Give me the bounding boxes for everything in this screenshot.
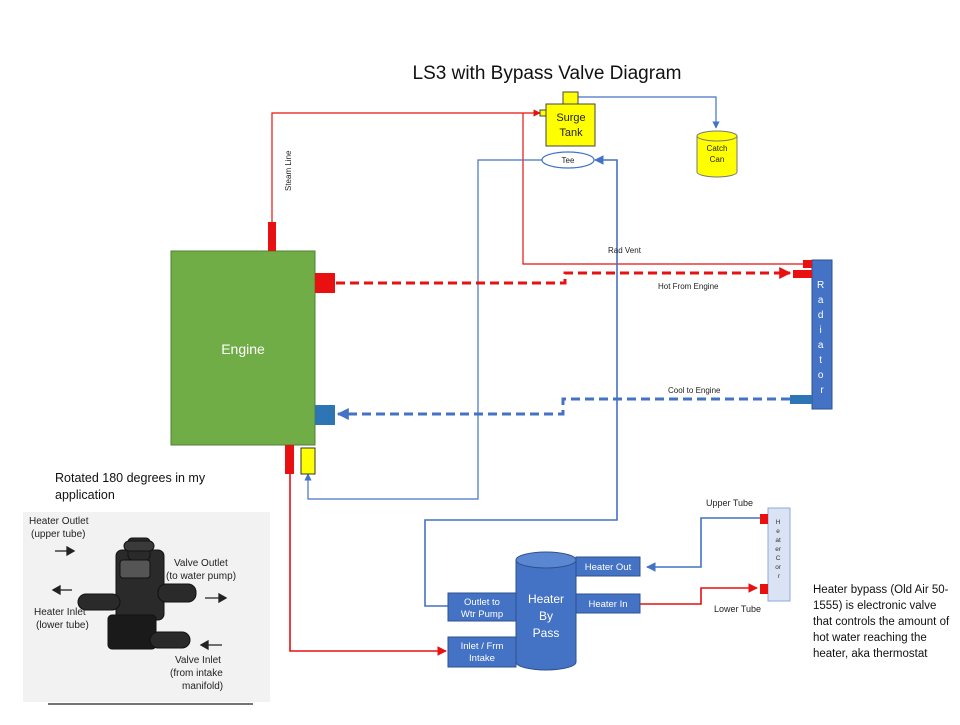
surge-label-1: Surge	[556, 112, 585, 124]
hot-from-engine-label: Hot From Engine	[658, 282, 719, 291]
bypass-valve-top	[515, 551, 577, 569]
radiator-letter: t	[819, 355, 822, 366]
inlet-from-intake-port	[447, 636, 517, 668]
radiator	[811, 259, 833, 410]
photo-arrowhead	[199, 639, 209, 651]
radiator-letter: i	[819, 325, 821, 336]
photo-arrowhead	[218, 592, 228, 604]
heater-out-label: Heater Out	[585, 562, 632, 573]
photo-arrowhead	[66, 545, 76, 557]
surge-tank	[545, 103, 596, 147]
catch-can-body	[696, 136, 738, 178]
catch-can-label-2: Can	[710, 155, 725, 164]
heater-core-upper-port	[760, 514, 768, 524]
inlet-from-intake-label-2: Intake	[469, 653, 495, 664]
engine-label: Engine	[221, 341, 265, 357]
engine-to-tee-line	[304, 159, 542, 500]
surge-label-2: Tank	[559, 127, 583, 139]
heater-core	[767, 507, 791, 602]
catch-can-label-1: Catch	[707, 144, 728, 153]
bypass-valve-body	[515, 560, 577, 671]
cool-to-engine-line	[336, 397, 790, 420]
outlet-to-pump-label-1: Outlet to	[464, 597, 500, 608]
hot-from-engine-line	[336, 267, 792, 285]
valve-photo: Heater Outlet (upper tube) Valve Outlet …	[23, 512, 270, 705]
photo-heater-outlet-1: Heater Outlet	[29, 516, 89, 527]
radiator-vent-port	[803, 260, 812, 268]
diagram-title: LS3 with Bypass Valve Diagram	[413, 63, 682, 84]
radiator-letter: a	[818, 340, 824, 351]
cool-inlet-port	[315, 405, 335, 425]
upper-tube-line	[646, 517, 760, 572]
return-port	[300, 447, 316, 475]
photo-valve-inlet-1: Valve Inlet	[175, 655, 221, 666]
radiator-letter: o	[818, 370, 824, 381]
photo-arrowhead	[51, 584, 61, 596]
outlet-to-pump-port	[447, 592, 517, 622]
heater-core-lower-port	[760, 584, 768, 594]
upper-tube-label: Upper Tube	[706, 498, 753, 508]
photo-valve-inlet-2: (from intake	[170, 668, 223, 679]
bypass-label-1: Heater	[528, 592, 564, 606]
tee-label: Tee	[562, 156, 575, 165]
radiator-letter: R	[817, 280, 824, 291]
surge-cap	[562, 91, 579, 106]
heater-in-port	[575, 593, 641, 614]
heater-in-label: Heater In	[588, 599, 627, 610]
heater-supply-port	[285, 445, 294, 474]
engine-block	[170, 250, 316, 446]
hot-outlet-port	[315, 273, 335, 293]
photo-heater-outlet-2: (upper tube)	[31, 529, 85, 540]
radiator-letter: r	[820, 385, 824, 396]
photo-valve-inlet-3: manifold)	[182, 681, 223, 692]
catch-can-top	[696, 130, 738, 142]
rad-vent-line	[522, 113, 805, 265]
photo-heater-inlet-2: (lower tube)	[36, 620, 89, 631]
heater-core-label: H e at er C or r	[775, 519, 783, 580]
valve-illustration	[77, 537, 197, 650]
photo-heater-inlet-1: Heater Inlet	[34, 607, 86, 618]
outlet-to-pump-label-2: Wtr Pump	[461, 609, 503, 620]
radiator-inlet-port	[793, 270, 812, 278]
surge-nipple	[539, 109, 547, 117]
steam-line-label: Steam Line	[284, 150, 293, 191]
radiator-label: R a d i a t o r	[817, 280, 827, 396]
lower-tube-label: Lower Tube	[714, 604, 761, 614]
pump-to-tee-line	[424, 155, 618, 607]
radiator-letter: d	[818, 310, 824, 321]
lower-tube-line	[640, 583, 758, 605]
steam-line	[271, 109, 541, 222]
photo-valve-outlet-1: Valve Outlet	[174, 558, 228, 569]
rotated-note: Rotated 180 degrees in my application	[55, 471, 206, 502]
bypass-label-2: By	[539, 609, 553, 623]
intake-to-bypass-line	[289, 474, 447, 656]
rad-vent-label: Rad Vent	[608, 246, 642, 255]
cool-to-engine-label: Cool to Engine	[668, 386, 721, 395]
photo-valve-outlet-2: (to water pump)	[166, 571, 236, 582]
bypass-label-3: Pass	[533, 626, 560, 640]
bypass-note: Heater bypass (Old Air 50-1555) is elect…	[813, 584, 950, 660]
steam-port	[268, 222, 276, 251]
overflow-line	[578, 96, 720, 129]
heater-out-port	[575, 556, 641, 577]
tee-fitting	[541, 151, 595, 169]
radiator-outlet-port	[790, 395, 812, 404]
inlet-from-intake-label-1: Inlet / Frm	[461, 641, 504, 652]
radiator-letter: a	[818, 295, 824, 306]
